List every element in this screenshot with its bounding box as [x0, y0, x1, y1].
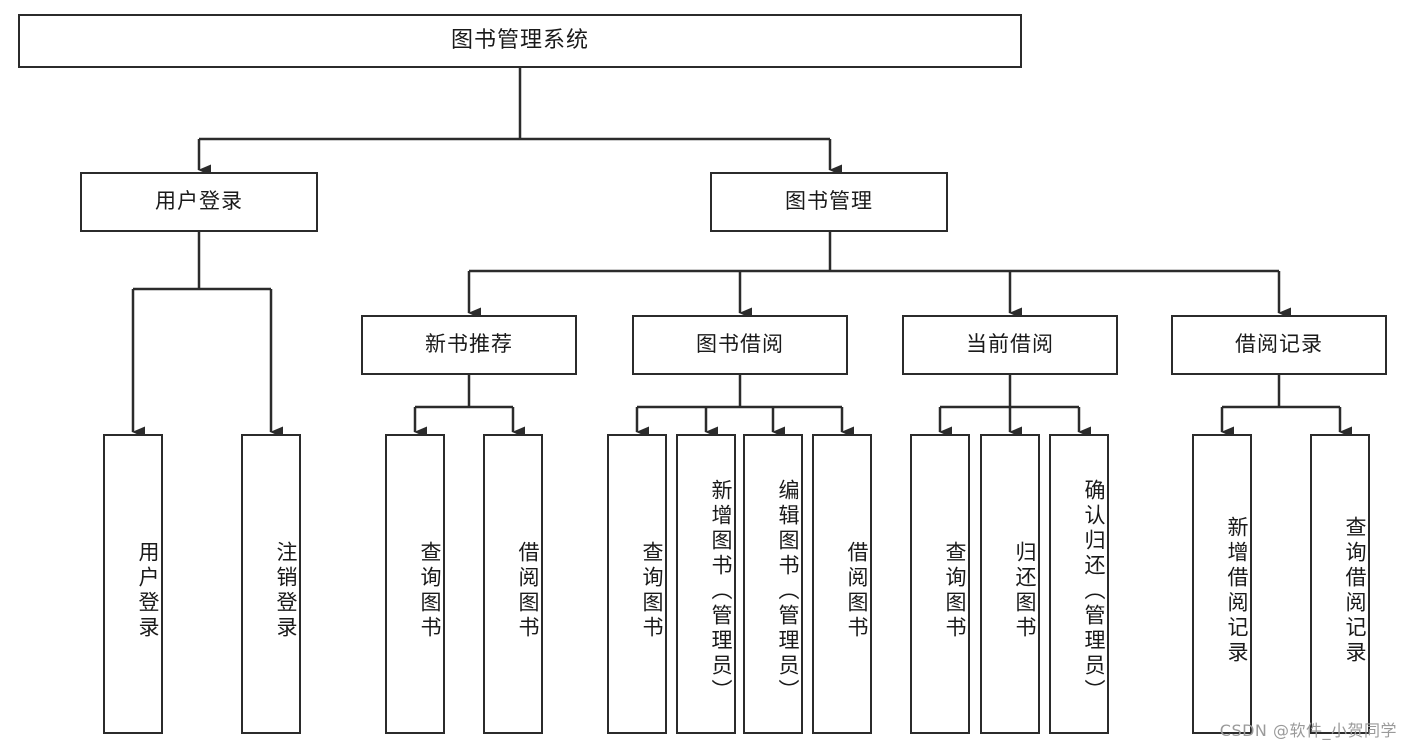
leaf-borrow-edit-book-admin[interactable]: 编辑图书（管理员） [743, 434, 803, 734]
leaf-record-query-record[interactable]: 查询借阅记录 [1310, 434, 1370, 734]
leaf-user-login-login[interactable]: 用户登录 [103, 434, 163, 734]
node-label: 用户登录 [136, 541, 160, 641]
node-label: 借阅记录 [1235, 332, 1323, 357]
leaf-current-confirm-return-admin[interactable]: 确认归还（管理员） [1049, 434, 1109, 734]
node-current-borrow[interactable]: 当前借阅 [902, 315, 1118, 375]
leaf-current-query-book[interactable]: 查询图书 [910, 434, 970, 734]
node-label: 新增图书（管理员） [709, 478, 733, 704]
leaf-recommend-borrow-book[interactable]: 借阅图书 [483, 434, 543, 734]
node-label: 编辑图书（管理员） [776, 478, 800, 704]
leaf-borrow-query-book[interactable]: 查询图书 [607, 434, 667, 734]
node-label: 查询图书 [943, 541, 967, 641]
node-label: 新增借阅记录 [1225, 516, 1249, 666]
leaf-borrow-add-book-admin[interactable]: 新增图书（管理员） [676, 434, 736, 734]
node-label: 注销登录 [274, 541, 298, 641]
leaf-recommend-query-book[interactable]: 查询图书 [385, 434, 445, 734]
node-user-login[interactable]: 用户登录 [80, 172, 318, 232]
node-book-management[interactable]: 图书管理 [710, 172, 948, 232]
node-label: 用户登录 [155, 189, 243, 214]
node-new-book-recommend[interactable]: 新书推荐 [361, 315, 577, 375]
node-label: 图书管理系统 [450, 27, 589, 53]
node-label: 借阅图书 [845, 541, 869, 641]
node-borrow-record[interactable]: 借阅记录 [1171, 315, 1387, 375]
leaf-borrow-borrow-book[interactable]: 借阅图书 [812, 434, 872, 734]
node-label: 查询图书 [418, 541, 442, 641]
node-label: 图书管理 [785, 189, 873, 214]
leaf-record-add-record[interactable]: 新增借阅记录 [1192, 434, 1252, 734]
node-label: 借阅图书 [516, 541, 540, 641]
watermark-text: CSDN @软件_小贺同学 [1219, 721, 1397, 740]
node-root-system[interactable]: 图书管理系统 [18, 14, 1022, 68]
node-label: 确认归还（管理员） [1082, 478, 1106, 704]
node-label: 图书借阅 [696, 332, 784, 357]
leaf-user-login-logout[interactable]: 注销登录 [241, 434, 301, 734]
node-label: 归还图书 [1013, 541, 1037, 641]
leaf-current-return-book[interactable]: 归还图书 [980, 434, 1040, 734]
node-label: 查询借阅记录 [1343, 516, 1367, 666]
node-label: 当前借阅 [966, 332, 1054, 357]
node-book-borrow[interactable]: 图书借阅 [632, 315, 848, 375]
node-label: 新书推荐 [425, 332, 513, 357]
node-label: 查询图书 [640, 541, 664, 641]
